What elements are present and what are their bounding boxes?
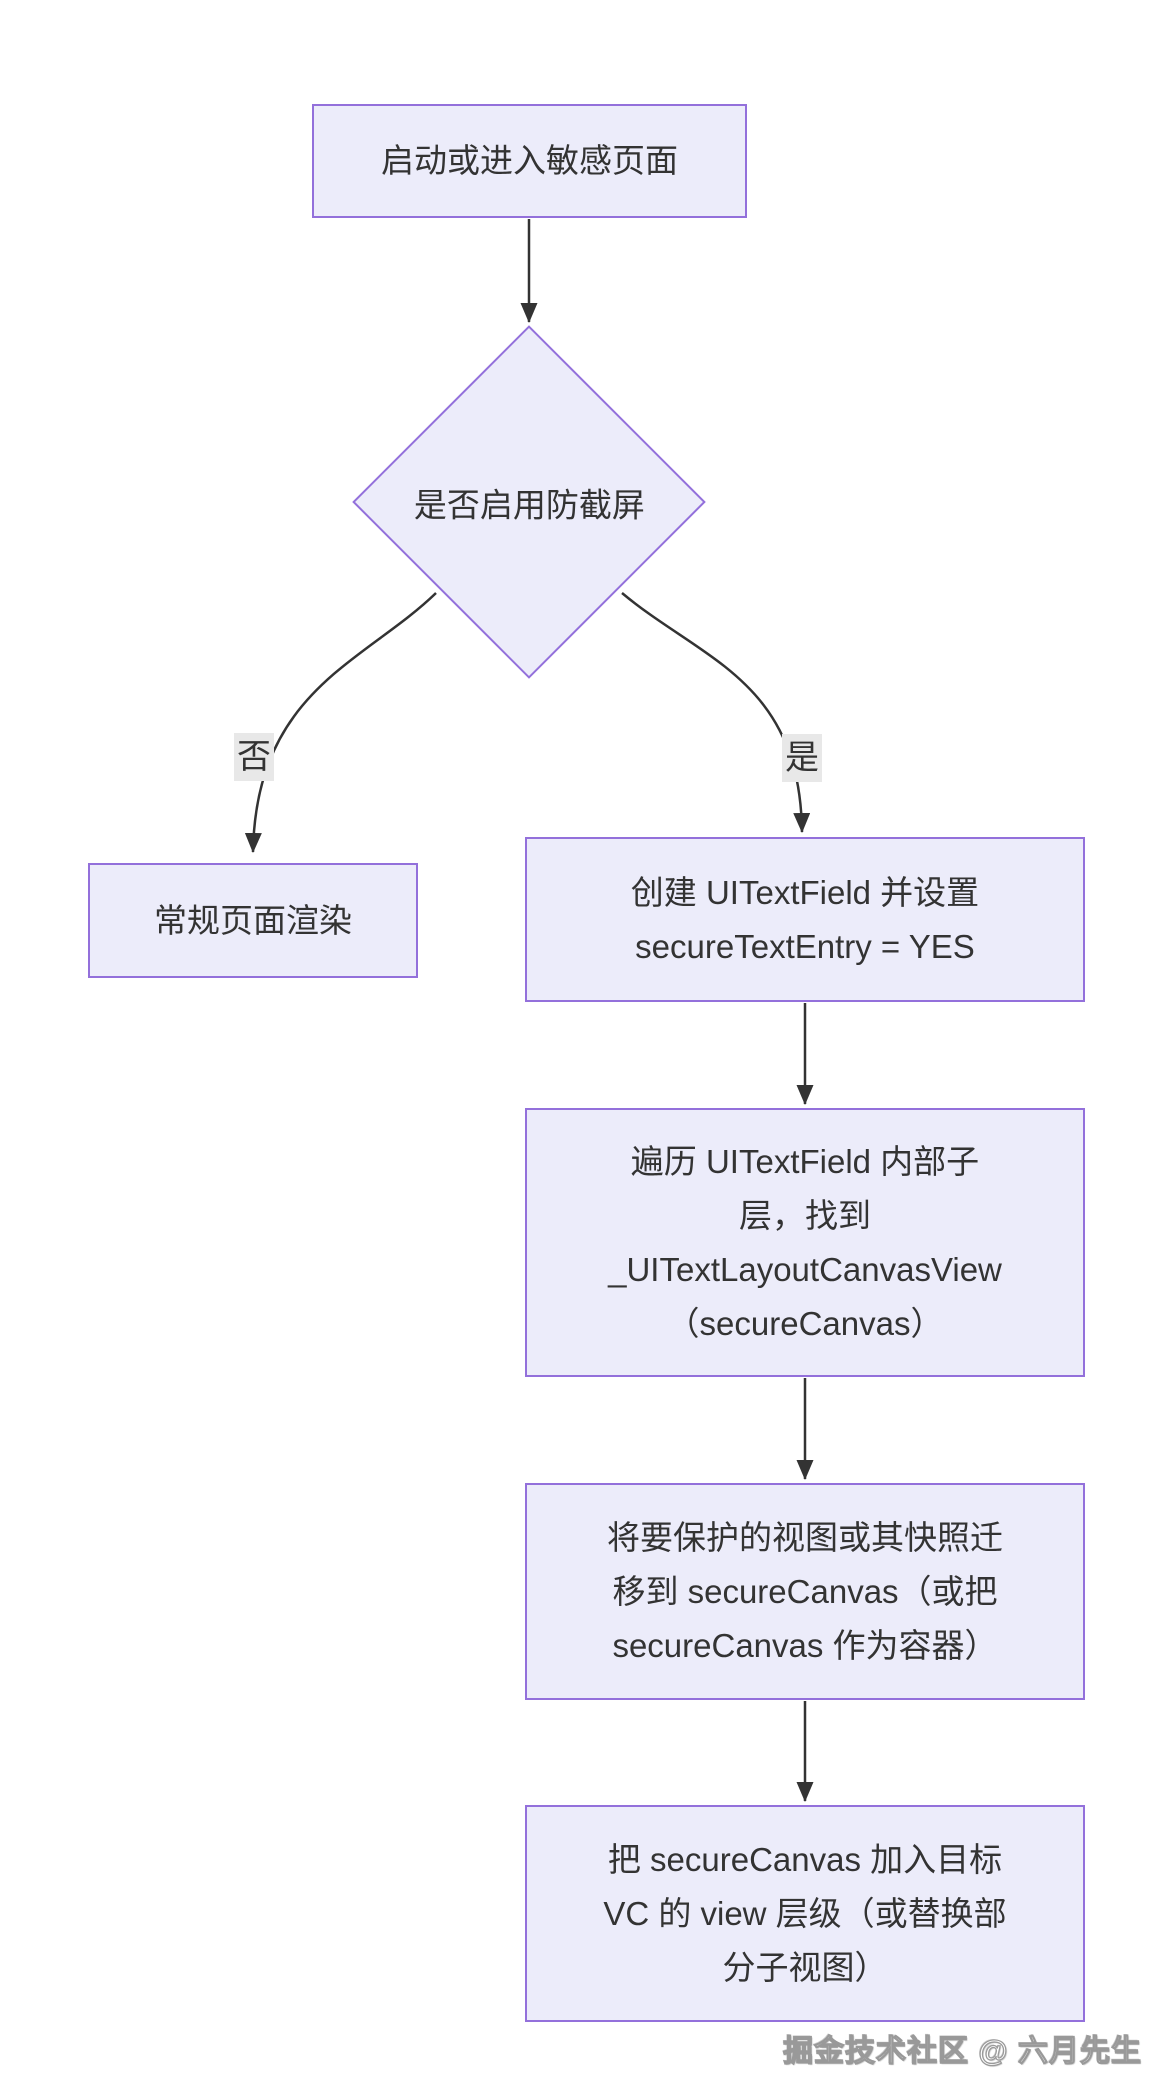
node-add-to-hierarchy-line3: 分子视图） — [722, 1948, 888, 1986]
node-create-textfield: 创建 UITextField 并设置 secureTextEntry = YES — [525, 837, 1085, 1002]
edge-label-no: 否 — [234, 733, 274, 781]
node-regular-render-label: 常规页面渲染 — [154, 901, 352, 939]
node-create-textfield-line1: 创建 UITextField 并设置 — [630, 873, 980, 911]
edge-label-yes: 是 — [782, 734, 822, 782]
node-find-canvasview-line4: （secureCanvas） — [666, 1304, 944, 1342]
node-add-to-hierarchy-line2: VC 的 view 层级（或替换部 — [603, 1894, 1007, 1932]
node-decision: 是否启用防截屏 — [352, 325, 706, 679]
edge-decision-yes — [621, 592, 811, 833]
node-start-label: 启动或进入敏感页面 — [381, 142, 678, 179]
edge-decision-no — [244, 592, 437, 853]
node-find-canvasview: 遍历 UITextField 内部子 层，找到 _UITextLayoutCan… — [525, 1108, 1085, 1377]
node-migrate-views-line3: secureCanvas 作为容器） — [612, 1626, 998, 1664]
node-add-to-hierarchy: 把 secureCanvas 加入目标 VC 的 view 层级（或替换部 分子… — [525, 1805, 1085, 2022]
node-start: 启动或进入敏感页面 — [312, 104, 747, 218]
node-add-to-hierarchy-line1: 把 secureCanvas 加入目标 — [607, 1840, 1003, 1878]
node-migrate-views-line2: 移到 secureCanvas（或把 — [612, 1572, 998, 1610]
watermark: 掘金技术社区 @ 六月先生 — [782, 2034, 1142, 2068]
node-migrate-views: 将要保护的视图或其快照迁 移到 secureCanvas（或把 secureCa… — [525, 1483, 1085, 1700]
node-decision-label: 是否启用防截屏 — [413, 486, 645, 523]
node-find-canvasview-line1: 遍历 UITextField 内部子 — [630, 1142, 980, 1180]
node-find-canvasview-line2: 层，找到 — [739, 1196, 871, 1234]
node-find-canvasview-line3: _UITextLayoutCanvasView — [608, 1250, 1002, 1288]
node-create-textfield-line2: secureTextEntry = YES — [635, 927, 975, 965]
node-regular-render: 常规页面渲染 — [88, 863, 418, 978]
node-migrate-views-line1: 将要保护的视图或其快照迁 — [607, 1518, 1003, 1556]
